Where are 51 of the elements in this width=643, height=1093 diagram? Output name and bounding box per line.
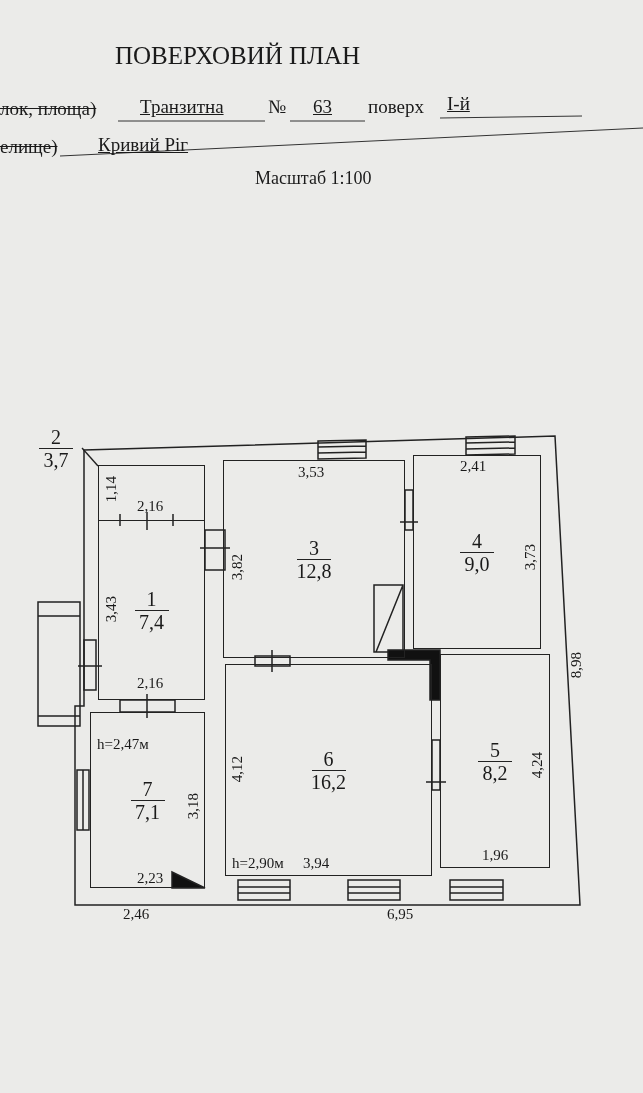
room <box>225 664 432 876</box>
dimension-label: 1,96 <box>482 847 509 864</box>
room <box>440 654 550 868</box>
dimension-label: 2,16 <box>137 498 164 515</box>
dimension-label: 3,53 <box>298 464 325 481</box>
page-title: ПОВЕРХОВИЙ ПЛАН <box>115 42 361 70</box>
form-field-caption: елище) <box>0 136 58 158</box>
dimension-label: 8,98 <box>568 652 585 679</box>
dimension-label: 3,43 <box>103 596 120 623</box>
room-area: 9,0 <box>464 552 490 575</box>
room-number: 4 <box>460 529 494 553</box>
room-area: 16,2 <box>311 770 346 793</box>
dimension-label: 2,16 <box>137 675 164 692</box>
room-area: 7,1 <box>135 800 160 823</box>
dimension-label: 6,95 <box>387 906 414 923</box>
room <box>98 520 205 700</box>
form-field-caption: лок, площа) <box>0 98 97 120</box>
dimension-label: 2,46 <box>123 906 150 923</box>
room-number: 2 <box>39 425 73 449</box>
city-name: Кривий Ріг <box>98 134 189 156</box>
dimension-label: 4,24 <box>529 752 546 779</box>
dimension-label: 1,14 <box>103 476 120 503</box>
room <box>98 465 205 521</box>
dimension-label: 3,18 <box>185 793 202 820</box>
room <box>223 460 405 658</box>
dimension-label: 3,82 <box>229 554 246 581</box>
room-area: 3,7 <box>43 448 69 471</box>
dimension-label: 3,73 <box>522 544 539 571</box>
room-number: 1 <box>134 587 169 611</box>
room-number: 7 <box>130 777 165 801</box>
floor-caption: поверх <box>368 96 424 118</box>
room-number: 3 <box>297 536 331 560</box>
dimension-label: 2,41 <box>460 458 487 475</box>
dimension-label: 3,94 <box>303 855 330 872</box>
leader-line <box>81 447 99 467</box>
room <box>413 455 541 649</box>
street-name: Транзитна <box>140 96 224 118</box>
room-number: 6 <box>311 747 346 771</box>
house-number: 63 <box>313 96 332 118</box>
ceiling-height-label: h=2,90м <box>232 855 284 872</box>
room-number: 5 <box>478 738 512 762</box>
dimension-label: 2,23 <box>137 870 164 887</box>
room <box>90 712 205 888</box>
number-sign: № <box>268 96 287 118</box>
floor-number: І-й <box>447 93 470 115</box>
room-area: 12,8 <box>296 559 332 582</box>
dimension-label: 4,12 <box>229 756 246 783</box>
scale-label: Масштаб 1:100 <box>255 168 372 189</box>
room-area: 7,4 <box>139 610 164 633</box>
room-area: 8,2 <box>482 761 508 784</box>
ceiling-height-label: h=2,47м <box>97 736 149 753</box>
